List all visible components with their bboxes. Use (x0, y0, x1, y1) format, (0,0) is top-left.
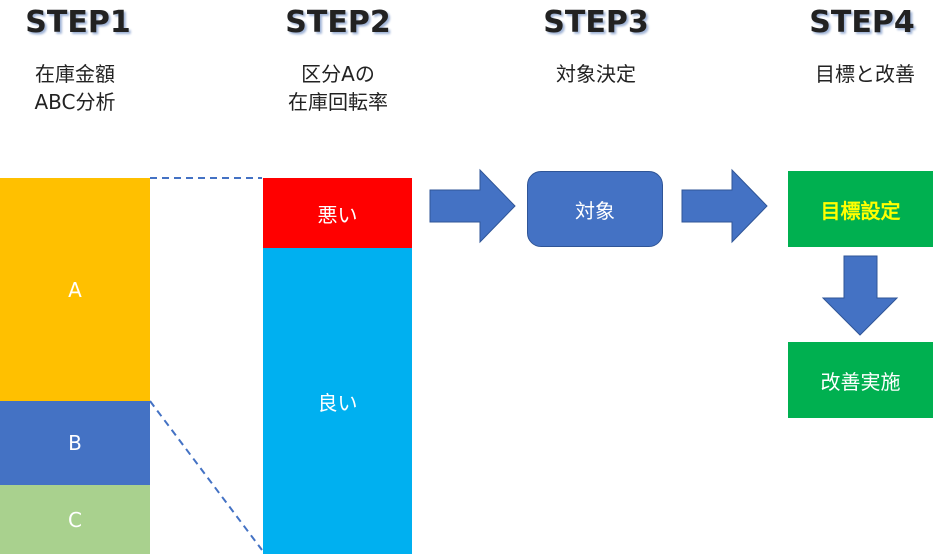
step2-desc: 区分Aの 在庫回転率 (238, 60, 438, 116)
target-box: 対象 (527, 171, 663, 247)
goal-label: 目標設定 (820, 198, 901, 223)
improve-label: 改善実施 (820, 369, 901, 394)
improve-box: 改善実施 (788, 342, 933, 418)
arrow-right-2 (681, 168, 768, 244)
step2-desc-line1: 区分Aの (301, 62, 375, 86)
step3-desc: 対象決定 (496, 60, 696, 88)
turnover-bad-label: 悪い (317, 202, 358, 227)
dashed-connector-bottom (149, 400, 263, 551)
step3-desc-line1: 対象決定 (556, 62, 636, 86)
step1-desc-line1: 在庫金額 (35, 62, 115, 86)
turnover-good-block: 良い (263, 248, 412, 554)
step3-title: STEP3 (543, 5, 649, 40)
abc-block-a: A (0, 178, 150, 401)
abc-label-b: B (68, 431, 82, 455)
step1-desc: 在庫金額 ABC分析 (0, 60, 175, 116)
step4-desc-line1: 目標と改善 (815, 62, 915, 86)
abc-label-a: A (68, 277, 82, 302)
turnover-good-label: 良い (317, 390, 358, 415)
target-label: 対象 (575, 198, 615, 223)
step4-desc: 目標と改善 (765, 60, 940, 88)
abc-block-c: C (0, 485, 150, 554)
abc-block-b: B (0, 401, 150, 485)
step4-title: STEP4 (809, 5, 915, 40)
step1-title: STEP1 (25, 5, 131, 40)
turnover-bad-block: 悪い (263, 178, 412, 248)
step1-desc-line2: ABC分析 (34, 90, 116, 114)
arrow-down (821, 255, 899, 336)
step2-title: STEP2 (285, 5, 391, 40)
goal-box: 目標設定 (788, 171, 933, 247)
arrow-right-1 (429, 168, 516, 244)
abc-label-c: C (68, 507, 82, 532)
step2-desc-line2: 在庫回転率 (288, 90, 388, 114)
